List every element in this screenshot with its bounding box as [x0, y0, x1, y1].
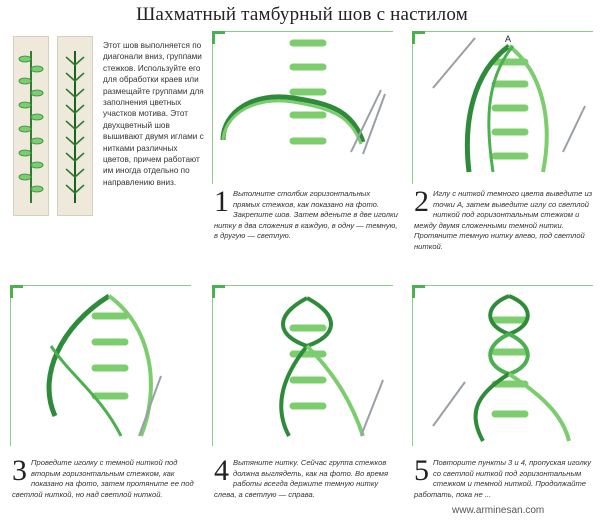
step-number: 3	[12, 458, 27, 484]
page-title: Шахматный тамбурный шов с настилом	[0, 4, 604, 26]
fabric-swatch-right	[57, 36, 93, 216]
stitch-illustration-5	[413, 286, 593, 446]
step-4-photo	[212, 285, 393, 446]
step-1-caption: 1 Выполните столбик горизонтальных прямы…	[214, 189, 399, 242]
watermark: www.arminesan.com	[452, 505, 544, 516]
fabric-swatch-left	[13, 36, 49, 216]
stitch-illustration-2: A	[413, 32, 593, 184]
step-3-caption: 3 Проведите иголку с темной ниткой под в…	[12, 458, 196, 500]
stitch-illustration-3	[11, 286, 191, 446]
chain-stitch-sample-right	[58, 37, 92, 215]
step-number: 1	[214, 189, 229, 215]
step-4-caption: 4 Вытяните нитку. Сейчас группа стежков …	[214, 458, 400, 500]
step-number: 5	[414, 458, 429, 484]
step-5-photo	[412, 285, 593, 446]
step-text: Проведите иголку с темной ниткой под вто…	[12, 458, 194, 499]
step-text: Вытяните нитку. Сейчас группа стежков до…	[214, 458, 388, 499]
stitch-illustration-4	[213, 286, 393, 446]
chain-stitch-sample-left	[14, 37, 48, 215]
step-5-caption: 5 Повторите пункты 3 и 4, пропуская игол…	[414, 458, 600, 500]
step-2-caption: 2 Иглу с ниткой темного цвета выведите и…	[414, 189, 600, 252]
point-a-label: A	[505, 34, 511, 44]
step-1-photo	[212, 31, 393, 184]
intro-text: Этот шов выполняется по диагонали вниз, …	[103, 40, 207, 188]
step-3-photo	[10, 285, 191, 446]
step-text: Иглу с ниткой темного цвета выведите из …	[414, 189, 592, 251]
step-text: Повторите пункты 3 и 4, пропуская иголку…	[414, 458, 591, 499]
step-number: 4	[214, 458, 229, 484]
step-text: Выполните столбик горизонтальных прямых …	[214, 189, 398, 240]
step-2-photo: A	[412, 31, 593, 184]
step-number: 2	[414, 189, 429, 215]
stitch-illustration-1	[213, 32, 393, 184]
